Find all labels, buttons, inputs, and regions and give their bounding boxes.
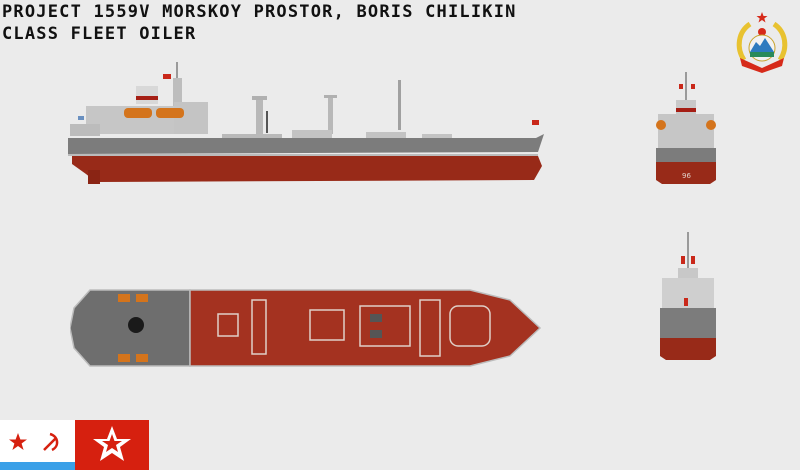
page-title-line-1: Project 1559V Morskoy Prostor, Boris Chi… bbox=[2, 2, 517, 22]
coat-of-arms-emblem bbox=[736, 12, 788, 73]
soviet-naval-ensign-flag bbox=[0, 420, 75, 470]
soviet-naval-jack-flag bbox=[75, 420, 149, 470]
top-down-deck-view bbox=[70, 289, 542, 367]
bow-view bbox=[660, 232, 716, 360]
page-title-line-2: Class Fleet Oiler bbox=[2, 24, 197, 44]
stern-view: 96 bbox=[656, 72, 716, 184]
svg-text:96: 96 bbox=[682, 172, 691, 180]
side-profile-view bbox=[68, 62, 544, 184]
